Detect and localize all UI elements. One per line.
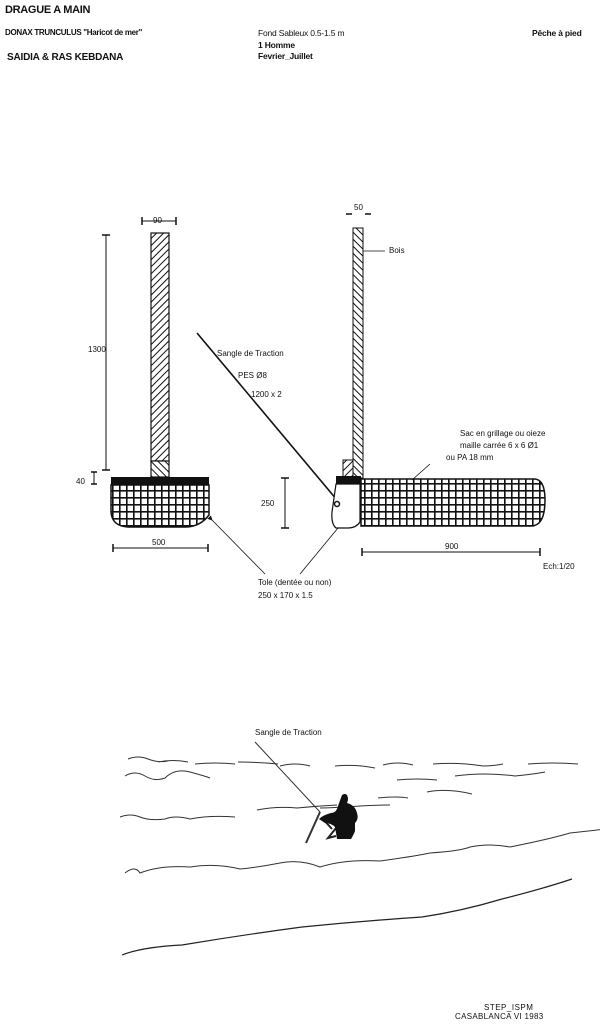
wood-label: Bois [389, 246, 405, 255]
credit-org: STEP_ISPM [484, 1003, 534, 1012]
frame-top-bar [111, 477, 209, 485]
wave-line [426, 789, 473, 795]
dim-frame-width: 500 [152, 538, 166, 547]
blade-dims: 250 x 170 x 1.5 [258, 591, 313, 600]
front-view [91, 217, 210, 552]
bag-note-line3: ou PA 18 mm [446, 453, 494, 462]
blade-side [331, 483, 361, 529]
mesh-basket-front [110, 484, 210, 528]
condition-crew: 1 Homme [258, 40, 295, 50]
blade-label: Tole (dentée ou non) [258, 578, 332, 587]
credit-place-date: CASABLANCA VI 1983 [455, 1012, 544, 1021]
bag-note-line1: Sac en grillage ou oieze [460, 429, 546, 438]
condition-depth: Fond Sableux 0.5-1.5 m [258, 28, 345, 38]
scale-label: Ech:1/20 [543, 562, 575, 571]
drawing-title: DRAGUE A MAIN [5, 4, 91, 16]
wave-line [396, 771, 546, 781]
leader-blade-front [207, 515, 266, 575]
strap-length: 1200 x 2 [251, 390, 282, 399]
dim-handle-height: 1300 [88, 345, 106, 354]
side-view [281, 213, 546, 556]
dredge-pole [305, 811, 321, 844]
leader-bag [411, 463, 431, 481]
traction-strap-line [196, 332, 338, 501]
fisherman-silhouette [319, 794, 358, 839]
condition-season: Fevrier_Juillet [258, 51, 313, 61]
strap-label: Sangle de Traction [217, 349, 284, 358]
handle-front [150, 232, 170, 462]
dim-bag-length: 900 [445, 542, 459, 551]
location: SAIDIA & RAS KEBDANA [7, 52, 124, 63]
dim-frame-height: 40 [76, 477, 85, 486]
species-name: DONAX TRUNCULUS "Haricot de mer" [5, 28, 143, 37]
bag-note-line2: maille carrée 6 x 6 Ø1 [460, 441, 539, 450]
wave-line [377, 796, 409, 799]
fishing-scene [119, 741, 600, 956]
dim-handle-width-side: 50 [354, 203, 363, 212]
dim-blade-height: 250 [261, 499, 275, 508]
handle-socket [150, 460, 170, 478]
wave-line [127, 756, 579, 769]
dim-handle-width-front: 90 [153, 216, 162, 225]
wave-line [119, 804, 391, 821]
wave-line [124, 770, 211, 781]
mesh-bag-side [360, 478, 546, 527]
leader-blade-side [299, 527, 339, 575]
shoreline [121, 878, 573, 956]
scene-strap-line [254, 741, 321, 813]
handle-side [352, 227, 364, 479]
wave-line [124, 829, 600, 874]
strap-material: PES Ø8 [238, 371, 267, 380]
fishing-type: Pêche à pied [532, 28, 582, 38]
scene-strap-label: Sangle de Traction [255, 728, 322, 737]
